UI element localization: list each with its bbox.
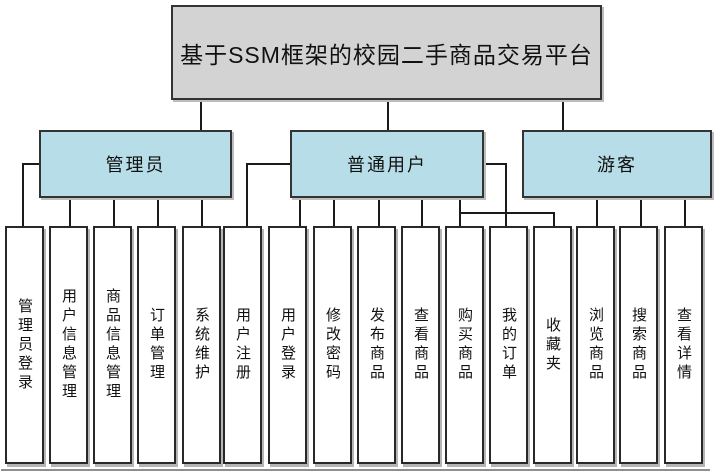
connector-user-to-my-orders-h xyxy=(481,163,507,165)
node-product-info-mgmt-label: 商品信息管理 xyxy=(104,288,121,402)
node-favorites-label: 收藏夹 xyxy=(544,316,561,374)
node-user-info-mgmt-label: 用户信息管理 xyxy=(60,288,77,402)
node-publish-product-label: 发布商品 xyxy=(368,307,385,383)
connector-user-to-register-v xyxy=(246,163,248,226)
node-search-products: 搜索商品 xyxy=(619,226,658,464)
connector-guest-to-search-products xyxy=(640,197,642,226)
node-view-details-label: 查看详情 xyxy=(675,307,692,383)
node-regular-user: 普通用户 xyxy=(290,130,484,198)
node-user-info-mgmt: 用户信息管理 xyxy=(49,226,88,464)
connector-user-to-my-orders-v xyxy=(505,163,507,226)
node-favorites: 收藏夹 xyxy=(533,226,572,464)
node-order-mgmt-label: 订单管理 xyxy=(148,307,165,383)
node-my-orders: 我的订单 xyxy=(489,226,528,464)
node-user-register-label: 用户注册 xyxy=(234,307,251,383)
node-change-password: 修改密码 xyxy=(313,226,352,464)
connector-admin-to-order-mgmt xyxy=(157,197,159,226)
node-buy-product: 购买商品 xyxy=(445,226,484,464)
node-admin: 管理员 xyxy=(39,130,232,198)
node-view-product-label: 查看商品 xyxy=(412,307,429,383)
connector-guest-to-view-details xyxy=(684,197,686,226)
connector-admin-to-product-info-mgmt xyxy=(113,197,115,226)
connector-admin-to-admin-login-v xyxy=(22,163,24,226)
node-product-info-mgmt: 商品信息管理 xyxy=(93,226,132,464)
node-browse-products-label: 浏览商品 xyxy=(587,307,604,383)
node-admin-login-label: 管理员登录 xyxy=(16,297,33,393)
connector-title-to-guest xyxy=(562,100,564,130)
connector-title-to-admin xyxy=(200,100,202,130)
connector-title-to-regular-user xyxy=(387,100,389,130)
connector-admin-to-system-maintenance xyxy=(201,197,203,226)
root-title-label: 基于SSM框架的校园二手商品交易平台 xyxy=(180,41,593,68)
connector-user-to-change-password xyxy=(333,197,335,226)
node-user-login: 用户登录 xyxy=(268,226,307,464)
node-change-password-label: 修改密码 xyxy=(324,307,341,383)
root-title-node: 基于SSM框架的校园二手商品交易平台 xyxy=(171,5,602,100)
connector-user-to-favorites-h xyxy=(459,212,555,214)
node-guest-label: 游客 xyxy=(597,155,637,175)
node-search-products-label: 搜索商品 xyxy=(630,307,647,383)
node-buy-product-label: 购买商品 xyxy=(456,307,473,383)
connector-user-to-view-product xyxy=(421,197,423,226)
node-my-orders-label: 我的订单 xyxy=(500,307,517,383)
connector-guest-to-browse-products xyxy=(596,197,598,226)
node-guest: 游客 xyxy=(522,130,712,198)
node-admin-login: 管理员登录 xyxy=(5,226,44,464)
node-system-maintenance-label: 系统维护 xyxy=(193,307,210,383)
connector-user-to-login xyxy=(299,197,301,226)
node-order-mgmt: 订单管理 xyxy=(137,226,176,464)
node-view-product: 查看商品 xyxy=(401,226,440,464)
node-browse-products: 浏览商品 xyxy=(576,226,615,464)
node-user-login-label: 用户登录 xyxy=(279,307,296,383)
node-publish-product: 发布商品 xyxy=(357,226,396,464)
canvas-bottom-edge xyxy=(1,469,710,471)
connector-user-to-buy-product xyxy=(459,197,461,226)
connector-user-to-register-h xyxy=(246,163,292,165)
node-view-details: 查看详情 xyxy=(664,226,703,464)
node-regular-user-label: 普通用户 xyxy=(347,155,427,175)
connector-admin-to-admin-login-h xyxy=(22,163,41,165)
connector-user-to-publish-product xyxy=(378,197,380,226)
connector-user-to-favorites-v xyxy=(553,212,555,226)
connector-admin-to-user-info-mgmt xyxy=(69,197,71,226)
node-system-maintenance: 系统维护 xyxy=(182,226,221,464)
node-admin-label: 管理员 xyxy=(105,155,166,175)
node-user-register: 用户注册 xyxy=(223,226,262,464)
